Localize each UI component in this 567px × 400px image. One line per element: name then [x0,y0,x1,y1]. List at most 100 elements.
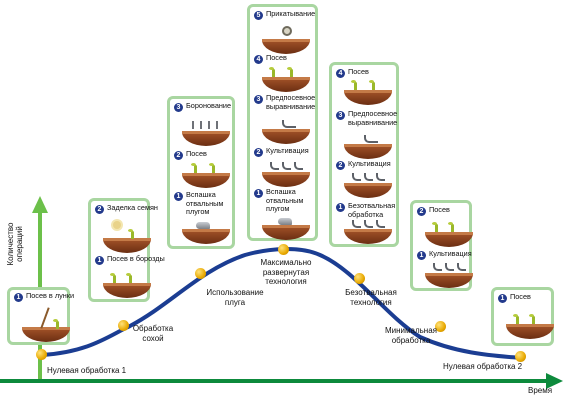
soil-icon [344,229,392,244]
step-number: 3 [336,111,345,120]
step-label: Заделка семян [107,203,158,212]
step-label: Посев [429,205,450,214]
soil-icon [506,324,554,339]
step-label: Безотвальная обработка [348,201,396,219]
plow-icon [196,222,210,229]
step-number: 2 [336,161,345,170]
sprout-icon [529,314,535,324]
cultivator-tine-icon [282,162,291,170]
step-label: Предпосевное выравнивание [348,109,398,127]
step-label: Боронование [186,101,232,110]
step-number: 1 [417,251,426,260]
step-number: 2 [95,205,104,214]
sprout-icon [287,67,293,77]
step-label: Посев [266,53,287,62]
soil-icon [182,131,230,146]
sprout-icon [269,67,275,77]
soil-icon [262,129,310,144]
sprout-icon [513,314,519,324]
step-label: Посев в лунки [26,291,75,300]
step-label: Предпосевное выравнивание [266,93,316,111]
card-3: 3 Боронование 2 Посев 1 Вспашка отвальны… [167,96,235,249]
step-number: 2 [417,207,426,216]
step-label: Посев в борозды [107,254,165,263]
y-axis-label-line1: Количество [6,222,15,266]
cultivator-tine-icon [364,220,373,228]
soil-icon [103,238,151,253]
sprout-icon [209,163,215,173]
soil-icon [344,144,392,159]
step-number: 1 [336,203,345,212]
card-1: 1 Посев в лунки [7,287,74,345]
cultivator-tine-icon [294,162,303,170]
soil-icon [262,172,310,187]
sprout-icon [128,229,134,239]
soil-icon [22,327,70,342]
harrow-tine-icon [192,121,194,129]
curve-point-stage-5 [435,321,446,332]
step-label: Посев [510,292,531,301]
cultivator-tine-icon [364,173,373,181]
card-7: 1 Посев [491,287,554,346]
curve-point-start [36,349,47,360]
sprout-icon [432,222,438,232]
soil-icon [262,225,310,240]
soil-icon [182,173,230,188]
curve-point-stage-2 [195,268,206,279]
cultivator-tine-icon [376,173,385,181]
step-number: 2 [254,148,263,157]
sprout-icon [110,273,116,283]
endpoint-end-label: Нулевая обработка 2 [443,362,523,371]
step-number: 3 [174,103,183,112]
step-number: 3 [254,95,263,104]
sprout-icon [191,163,197,173]
roller-icon [282,26,292,36]
soil-icon [425,273,473,288]
step-number: 2 [174,151,183,160]
step-number: 1 [254,189,263,198]
plow-icon [278,218,292,225]
step-number: 5 [254,11,263,20]
step-number: 4 [254,55,263,64]
cultivator-tine-icon [445,263,454,271]
x-axis-label: Время [528,386,553,395]
sun-icon [113,221,121,229]
curve-point-stage-3 [278,244,289,255]
card-2: 2 Заделка семян 1 Посев в борозды [88,198,165,302]
step-number: 4 [336,69,345,78]
step-label: Прикатывание [266,9,316,18]
cultivator-tine-icon [352,220,361,228]
step-label: Культивация [266,146,309,155]
step-label: Посев [348,67,369,76]
y-axis-label: Количество операций [6,222,24,266]
sprout-icon [53,319,59,329]
step-label: Культивация [429,249,472,258]
soil-icon [103,283,151,298]
leveler-icon [364,135,378,143]
harrow-tine-icon [216,121,218,129]
step-label: Вспашка отвальным плугом [186,190,224,216]
soil-icon [182,229,230,244]
harrow-tine-icon [208,121,210,129]
sprout-icon [126,273,132,283]
card-5: 4 Посев 3 Предпосевное выравнивание 2 Ку… [329,62,399,247]
soil-icon [425,232,473,247]
step-number: 1 [174,192,183,201]
step-label: Посев [186,149,207,158]
soil-icon [262,77,310,92]
step-label: Вспашка отвальным плугом [266,187,304,213]
cultivator-tine-icon [376,220,385,228]
cultivator-tine-icon [433,263,442,271]
sprout-icon [448,222,454,232]
x-axis [0,373,563,389]
cultivator-tine-icon [457,263,466,271]
sprout-icon [351,80,357,90]
soil-icon [344,90,392,105]
endpoint-start-label: Нулевая обработка 1 [47,366,127,375]
soil-icon [262,39,310,54]
